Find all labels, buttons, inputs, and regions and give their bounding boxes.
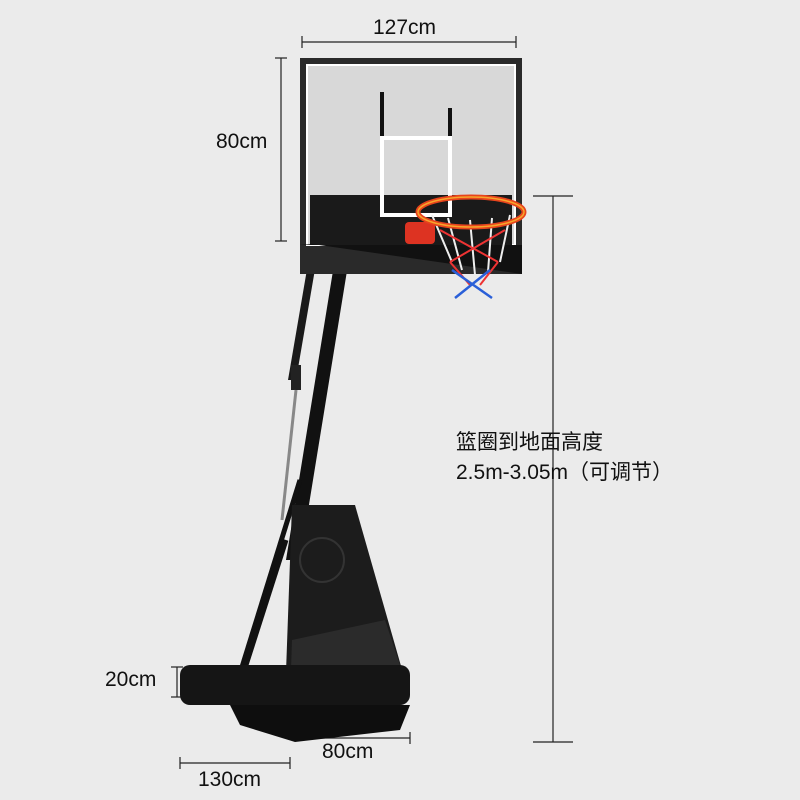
base-height-label: 20cm xyxy=(105,668,157,691)
pole xyxy=(235,240,352,691)
backboard-height-label: 80cm xyxy=(216,130,268,153)
backboard-width-label: 127cm xyxy=(373,16,437,39)
backboard xyxy=(300,58,522,274)
base xyxy=(180,505,410,742)
dimension-lines xyxy=(171,36,573,769)
base-depth-label: 80cm xyxy=(322,740,374,763)
base-length-label: 130cm xyxy=(198,768,262,791)
rim-and-net xyxy=(405,194,527,300)
rim-height-title: 篮圈到地面高度 xyxy=(456,431,603,454)
rim-height-range: 2.5m-3.05m（可调节） xyxy=(456,461,674,484)
